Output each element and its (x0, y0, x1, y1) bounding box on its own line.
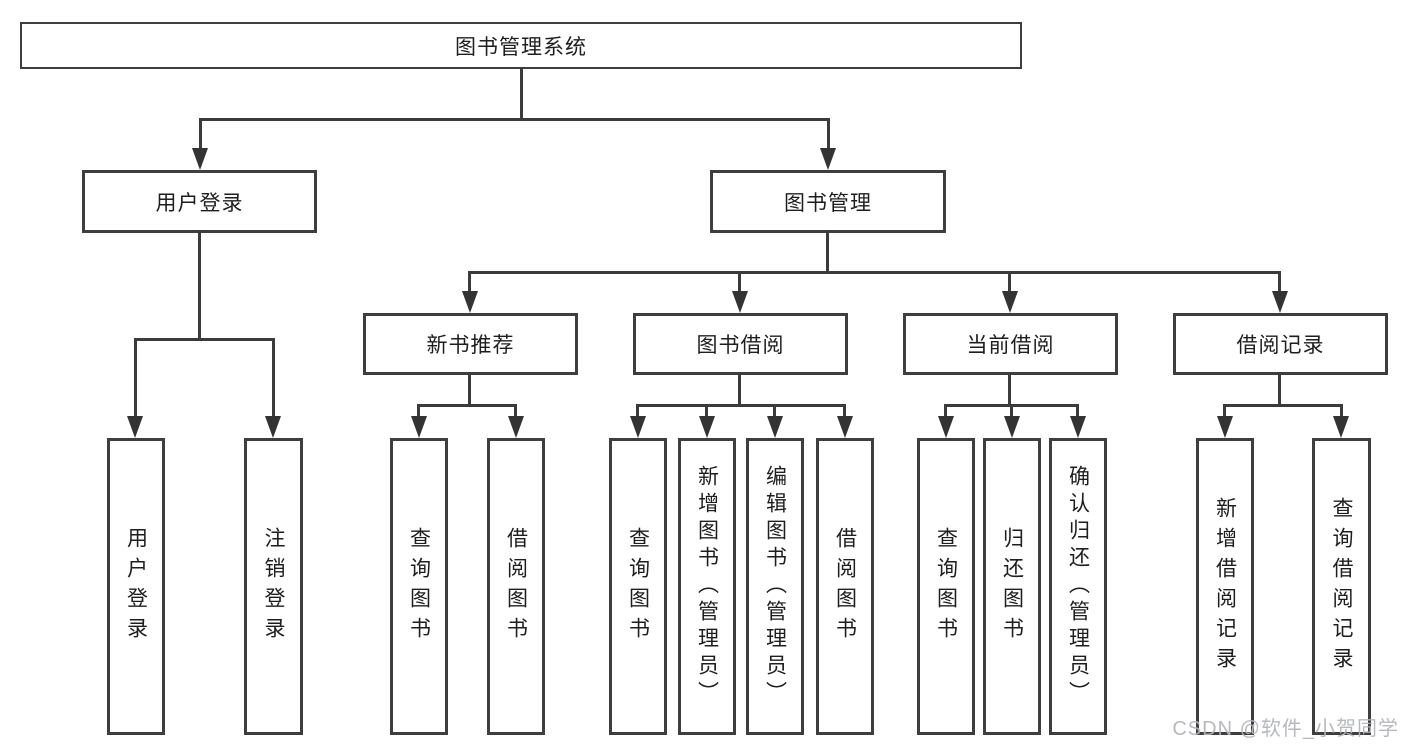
leaf-confirm-return-admin-label: 确认归还（管理员） (1066, 465, 1090, 708)
arrow-down-icon (1070, 416, 1086, 438)
leaf-query-borrow-record-label: 查询借阅记录 (1330, 496, 1353, 677)
leaf-add-borrow-record: 新增借阅记录 (1196, 438, 1254, 735)
arrow-down-icon (1004, 416, 1020, 438)
connector-line (1076, 404, 1079, 418)
leaf-add-borrow-record-label: 新增借阅记录 (1213, 496, 1237, 677)
leaf-logout-login: 注销登录 (244, 438, 303, 735)
leaf-query-books-borrowing: 查询图书 (609, 438, 667, 735)
leaf-logout-login-label: 注销登录 (262, 526, 285, 647)
arrow-down-icon (1272, 291, 1288, 313)
node-book-borrowing-label: 图书借阅 (696, 334, 785, 357)
connector-line (199, 118, 202, 150)
leaf-add-book-admin: 新增图书（管理员） (678, 438, 736, 735)
leaf-return-books-label: 归还图书 (1000, 526, 1024, 647)
arrow-down-icon (837, 416, 853, 438)
arrow-down-icon (699, 416, 715, 438)
connector-line (1278, 373, 1281, 407)
node-book-borrowing: 图书借阅 (633, 313, 848, 375)
connector-line (199, 118, 830, 121)
connector-line (636, 404, 639, 418)
arrow-down-icon (192, 148, 208, 170)
connector-line (134, 338, 275, 341)
arrow-down-icon (767, 416, 783, 438)
arrow-down-icon (127, 416, 143, 438)
leaf-borrow-books-recommend-label: 借阅图书 (504, 526, 528, 647)
node-user-login-label: 用户登录 (155, 191, 244, 215)
node-new-book-recommend-label: 新书推荐 (426, 334, 515, 357)
leaf-user-login-label: 用户登录 (124, 526, 148, 647)
arrow-down-icon (820, 148, 836, 170)
node-user-login: 用户登录 (82, 170, 317, 233)
connector-line (1223, 404, 1226, 418)
arrow-down-icon (462, 291, 478, 313)
leaf-user-login: 用户登录 (107, 438, 165, 735)
node-borrowing-records-label: 借阅记录 (1236, 334, 1325, 357)
connector-line (1340, 404, 1343, 418)
connector-line (198, 231, 201, 340)
connector-line (843, 404, 846, 418)
connector-line (738, 373, 741, 407)
leaf-borrow-books-borrowing-label: 借阅图书 (833, 526, 857, 647)
node-current-borrowing-label: 当前借阅 (966, 334, 1055, 357)
leaf-query-books-borrowing-label: 查询图书 (626, 526, 650, 647)
connector-line (944, 404, 947, 418)
connector-line (738, 271, 741, 293)
arrow-down-icon (1217, 416, 1233, 438)
leaf-edit-book-admin-label: 编辑图书（管理员） (763, 465, 787, 708)
leaf-query-borrow-record: 查询借阅记录 (1312, 438, 1371, 735)
node-book-management: 图书管理 (710, 170, 946, 233)
connector-line (272, 338, 275, 418)
leaf-edit-book-admin: 编辑图书（管理员） (746, 438, 804, 735)
leaf-borrow-books-borrowing: 借阅图书 (816, 438, 874, 735)
connector-line (514, 404, 517, 418)
arrow-down-icon (1002, 291, 1018, 313)
connector-line (468, 373, 471, 407)
leaf-borrow-books-recommend: 借阅图书 (487, 438, 545, 735)
arrow-down-icon (411, 416, 427, 438)
node-library-system: 图书管理系统 (20, 22, 1022, 69)
arrow-down-icon (508, 416, 524, 438)
arrow-down-icon (732, 291, 748, 313)
connector-line (417, 404, 420, 418)
connector-line (468, 271, 1281, 274)
node-library-system-label: 图书管理系统 (455, 35, 587, 59)
connector-line (1223, 404, 1343, 407)
watermark: CSDN @软件_小贺同学 (1172, 718, 1399, 740)
node-book-management-label: 图书管理 (784, 191, 872, 215)
connector-line (134, 338, 137, 418)
leaf-add-book-admin-label: 新增图书（管理员） (695, 465, 719, 708)
connector-line (1010, 404, 1013, 418)
connector-line (468, 271, 471, 293)
leaf-query-books-recommend-label: 查询图书 (407, 526, 431, 647)
node-current-borrowing: 当前借阅 (903, 313, 1118, 375)
leaf-query-books-current-label: 查询图书 (934, 526, 958, 647)
connector-line (1008, 271, 1011, 293)
node-borrowing-records: 借阅记录 (1173, 313, 1388, 375)
connector-line (1008, 373, 1011, 407)
connector-line (827, 118, 830, 150)
leaf-query-books-recommend: 查询图书 (390, 438, 448, 735)
leaf-return-books: 归还图书 (983, 438, 1041, 735)
connector-line (773, 404, 776, 418)
connector-line (636, 404, 846, 407)
connector-line (705, 404, 708, 418)
arrow-down-icon (265, 416, 281, 438)
connector-line (1278, 271, 1281, 293)
leaf-confirm-return-admin: 确认归还（管理员） (1049, 438, 1107, 735)
connector-line (826, 231, 829, 274)
node-new-book-recommend: 新书推荐 (363, 313, 578, 375)
connector-line (520, 67, 523, 120)
connector-line (417, 404, 517, 407)
arrow-down-icon (630, 416, 646, 438)
arrow-down-icon (938, 416, 954, 438)
arrow-down-icon (1333, 416, 1349, 438)
leaf-query-books-current: 查询图书 (917, 438, 975, 735)
